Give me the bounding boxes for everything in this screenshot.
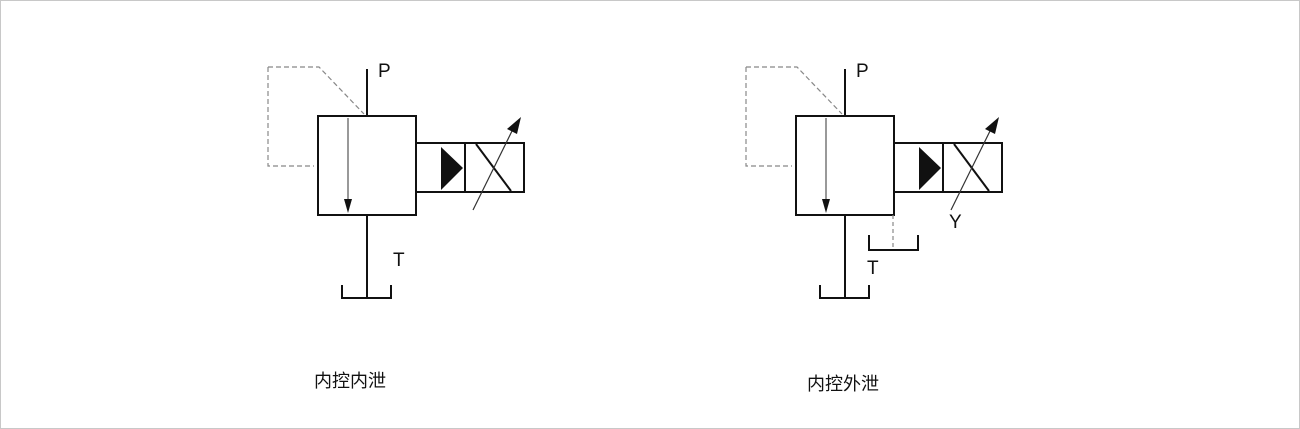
port-y-label: Y: [949, 212, 962, 233]
caption: 内控内泄: [314, 371, 386, 392]
port-p-label: P: [378, 61, 391, 82]
valve-external-drain: [745, 66, 1003, 299]
port-t-label: T: [393, 250, 405, 271]
caption: 内控外泄: [807, 374, 879, 395]
port-t-label: T: [867, 258, 879, 279]
port-p-label: P: [856, 61, 869, 82]
